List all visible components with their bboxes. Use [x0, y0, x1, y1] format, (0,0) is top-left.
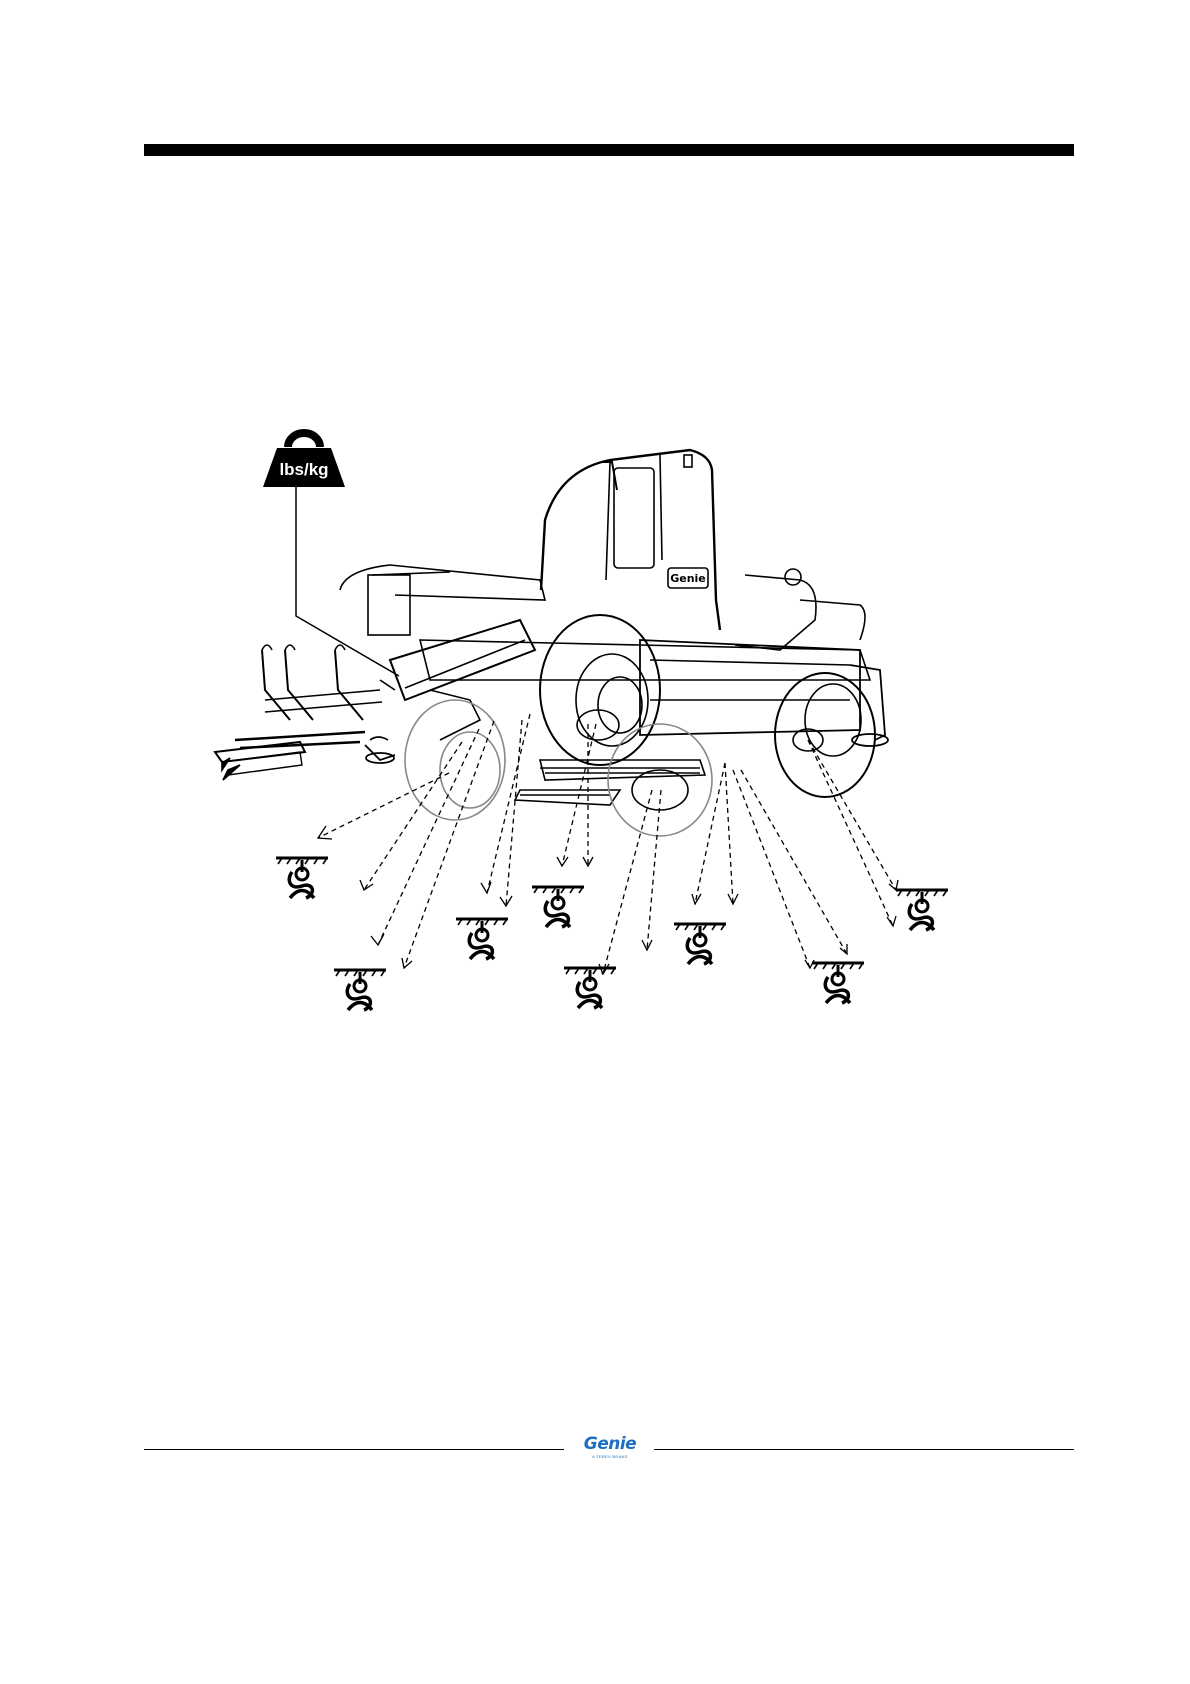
tie-down-point-icon [276, 858, 328, 898]
footer-rule-right [654, 1449, 1074, 1450]
tie-down-point-icon [674, 924, 726, 964]
tie-down-point-icon [456, 919, 508, 959]
telehandler-illustration: Genie [215, 450, 888, 836]
tie-down-point-icon [532, 887, 584, 927]
tie-down-point-icon [812, 963, 864, 1003]
footer-rule-left [144, 1449, 564, 1450]
genie-logo: Genie A TEREX BRAND [574, 1434, 646, 1460]
weight-icon: lbs/kg [263, 433, 399, 676]
tie-down-point-icon [564, 968, 616, 1008]
tie-down-point-icon [334, 970, 386, 1010]
svg-text:Genie: Genie [670, 572, 706, 585]
tie-down-pointer-arrowheads [318, 826, 898, 974]
tie-down-point-icon [896, 890, 948, 930]
weight-label: lbs/kg [279, 460, 328, 479]
logo-wordmark: Genie [574, 1434, 646, 1454]
tie-down-points [276, 858, 948, 1010]
logo-tagline: A TEREX BRAND [574, 1454, 646, 1460]
